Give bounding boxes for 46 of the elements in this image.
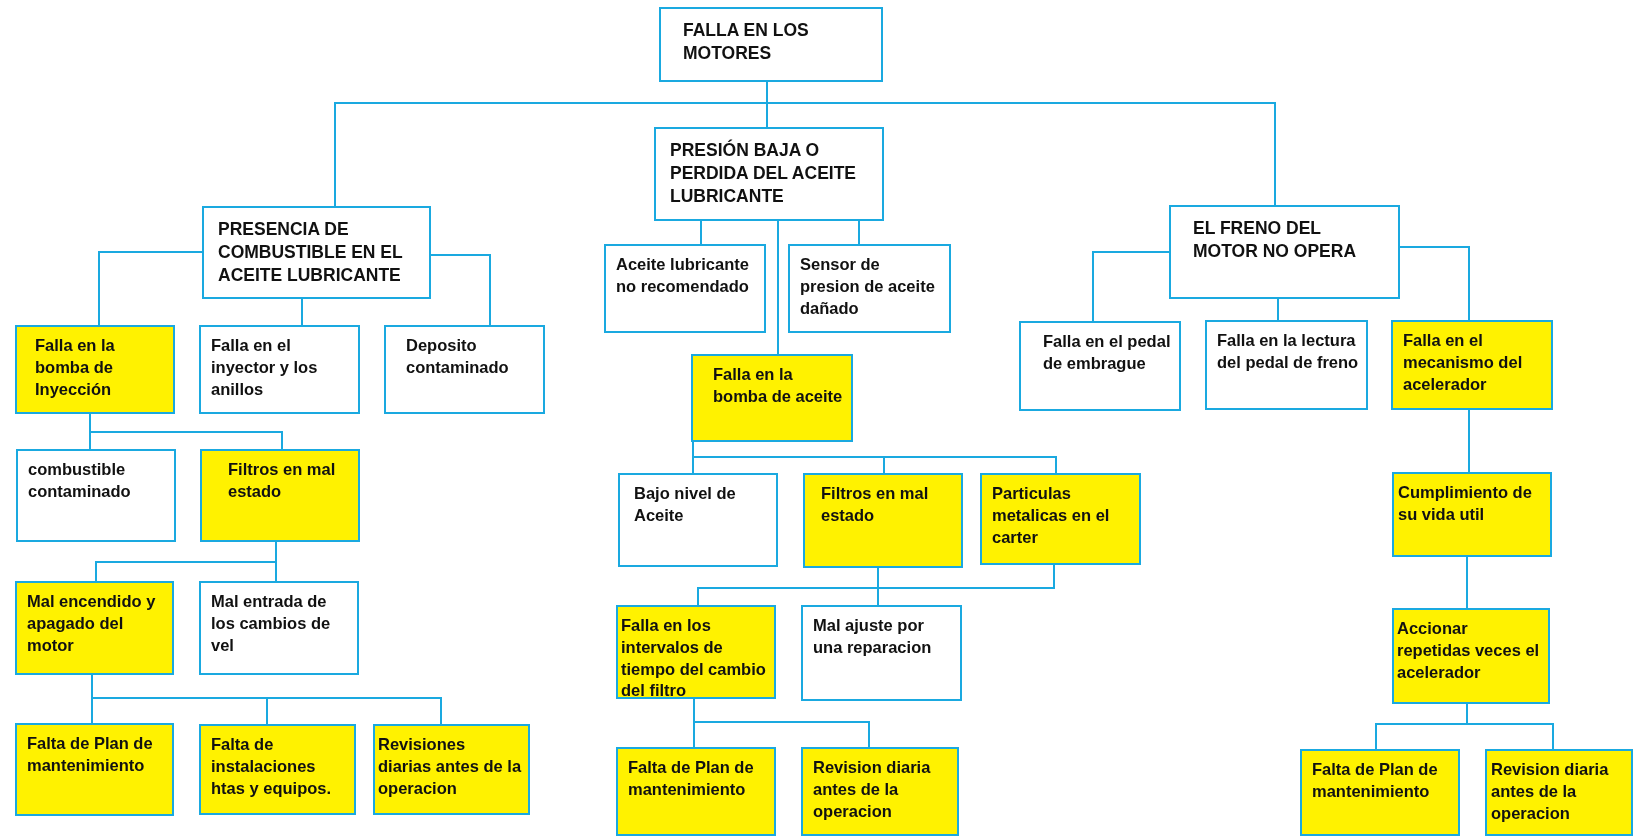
cause-box: Aceite lubricante no recomendado (604, 244, 766, 333)
cause-box: Falla en la bomba de aceite (691, 354, 853, 442)
cause-box: Falta de Plan de mantenimiento (616, 747, 776, 836)
cause-box: Revision diaria antes de la operacion (801, 747, 959, 836)
cause-box: PRESENCIA DE COMBUSTIBLE EN EL ACEITE LUBRICANTE (202, 206, 431, 299)
connector-line (430, 254, 491, 326)
connector-line (693, 698, 870, 748)
cause-box: Falla en los intervalos de tiempo del cambio del filtro (616, 605, 776, 699)
connector-line (700, 220, 702, 245)
cause-box: Mal entrada de los cambios de vel (199, 581, 359, 675)
cause-box: Falla en el mecanismo del acelerador (1391, 320, 1553, 410)
cause-box: Falta de Plan de mantenimiento (1300, 749, 1460, 836)
cause-box: Revisiones diarias antes de la operacion (373, 724, 530, 815)
connector-line (1092, 251, 1170, 322)
cause-box: Filtros en mal estado (803, 473, 963, 568)
cause-box: Particulas metalicas en el carter (980, 473, 1141, 565)
connector-line (89, 413, 283, 450)
cause-box: Falta de Plan de mantenimiento (15, 723, 174, 816)
connector-line (98, 251, 203, 326)
cause-box: Mal ajuste por una reparacion (801, 605, 962, 701)
cause-box: Deposito contaminado (384, 325, 545, 414)
cause-box: Sensor de presion de aceite dañado (788, 244, 951, 333)
connector-line (877, 564, 1055, 606)
cause-box: Cumplimiento de su vida util (1392, 472, 1552, 557)
connector-line (1466, 556, 1468, 609)
connector-line (777, 220, 779, 355)
cause-box: FALLA EN LOS MOTORES (659, 7, 883, 82)
cause-box: Falta de instalaciones htas y equipos. (199, 724, 356, 815)
cause-box: PRESIÓN BAJA O PERDIDA DEL ACEITE LUBRICANTE (654, 127, 884, 221)
cause-box: Bajo nivel de Aceite (618, 473, 778, 567)
cause-box: Falla en el pedal de embrague (1019, 321, 1181, 411)
connector-line (1277, 298, 1279, 321)
cause-box: Accionar repetidas veces el acelerador (1392, 608, 1550, 704)
cause-box: Revision diaria antes de la operacion (1485, 749, 1633, 836)
connector-line (1468, 409, 1470, 473)
connector-line (1399, 246, 1470, 321)
cause-box: Filtros en mal estado (200, 449, 360, 542)
cause-box: Falla en la lectura del pedal de freno (1205, 320, 1368, 410)
cause-box: combustible contaminado (16, 449, 176, 542)
cause-box: Falla en la bomba de Inyección (15, 325, 175, 414)
connector-line (275, 541, 277, 582)
connector-line (858, 220, 860, 245)
cause-box: Falla en el inyector y los anillos (199, 325, 360, 414)
cause-box: EL FRENO DEL MOTOR NO OPERA (1169, 205, 1400, 299)
connector-line (301, 298, 303, 326)
cause-box: Mal encendido y apagado del motor (15, 581, 174, 675)
